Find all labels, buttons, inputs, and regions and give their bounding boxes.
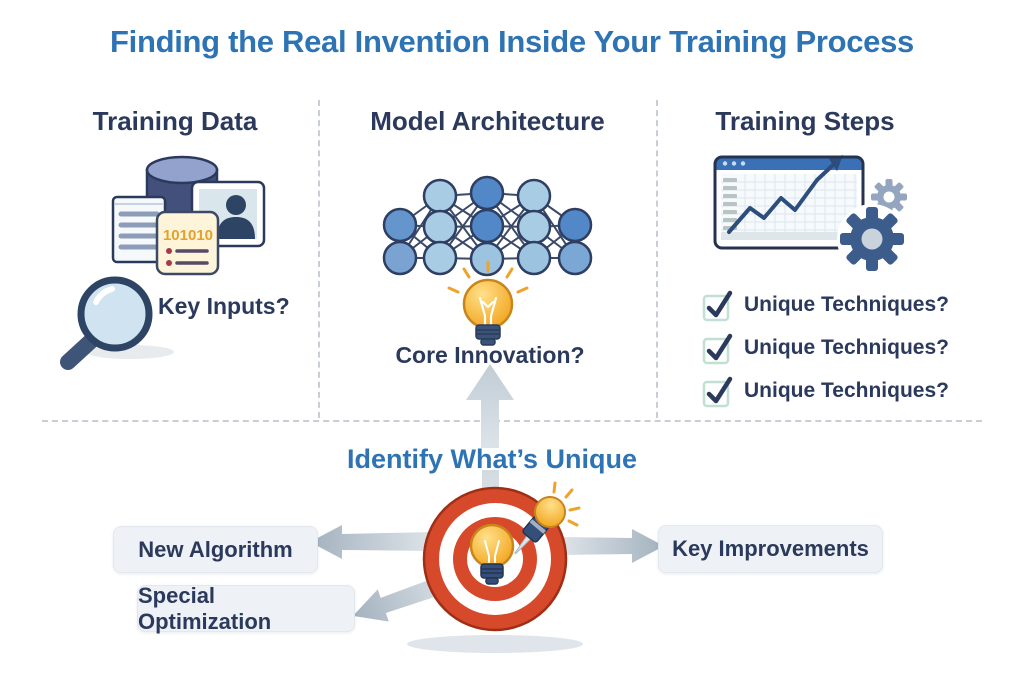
rising-line-chart — [727, 163, 835, 234]
label-text: Special Optimization — [138, 582, 272, 634]
chart-arrowhead — [829, 155, 843, 171]
target-bullseye-illustration — [407, 481, 583, 653]
up-arrow — [466, 364, 514, 448]
neural-network-icon — [382, 175, 593, 277]
header-training-steps: Training Steps — [715, 106, 895, 136]
arrow-to-key-improvements — [559, 529, 664, 563]
divider-horizontal — [42, 420, 982, 422]
checklist-label: Unique Techniques? — [744, 379, 949, 402]
checklist-item: Unique Techniques? — [700, 331, 949, 365]
header-model-architecture: Model Architecture — [370, 106, 605, 136]
checkbox-checked-icon — [702, 290, 733, 322]
divider-vertical-left — [318, 100, 320, 418]
unique-techniques-checklist: Unique Techniques? Unique Techniques? Un… — [700, 288, 949, 417]
target-shadow — [407, 635, 583, 653]
window-titlebar — [715, 157, 863, 170]
training-data-illustration: 101010 — [60, 155, 266, 370]
big-gear-icon — [837, 204, 907, 274]
label-special-optimization: Special Optimization — [137, 582, 355, 634]
page-title: Finding the Real Invention Inside Your T… — [110, 24, 914, 59]
caption-core-innovation: Core Innovation? — [395, 342, 585, 368]
caption-key-inputs: Key Inputs? — [158, 293, 290, 319]
binary-text: 101010 — [163, 227, 213, 244]
divider-vertical-right — [656, 100, 658, 418]
header-training-data: Training Data — [92, 106, 258, 136]
lightbulb-icon — [447, 260, 529, 346]
checkbox-checked-icon — [702, 333, 733, 365]
bulb-dart-icon — [514, 481, 581, 555]
label-new-algorithm: New Algorithm — [113, 526, 318, 573]
small-gear-icon — [871, 179, 907, 215]
bulb-rays — [447, 260, 529, 294]
magnifier-icon — [60, 276, 153, 370]
checklist-item: Unique Techniques? — [700, 288, 949, 322]
code-card-icon: 101010 — [155, 210, 220, 276]
checklist-label: Unique Techniques? — [744, 336, 949, 359]
training-chart-window — [713, 155, 907, 274]
bottom-heading: Identify What’s Unique — [347, 444, 637, 474]
label-key-improvements: Key Improvements — [658, 525, 883, 573]
checkbox-checked-icon — [702, 376, 733, 408]
document-icon — [111, 195, 167, 264]
checklist-item: Unique Techniques? — [700, 374, 949, 408]
label-text: Key Improvements — [672, 536, 869, 561]
label-text: New Algorithm — [138, 536, 293, 562]
dart-bulb-rays — [552, 481, 581, 527]
arrow-to-new-algorithm — [310, 525, 435, 559]
target-center-bulb-icon — [469, 523, 515, 585]
checklist-label: Unique Techniques? — [744, 293, 949, 316]
